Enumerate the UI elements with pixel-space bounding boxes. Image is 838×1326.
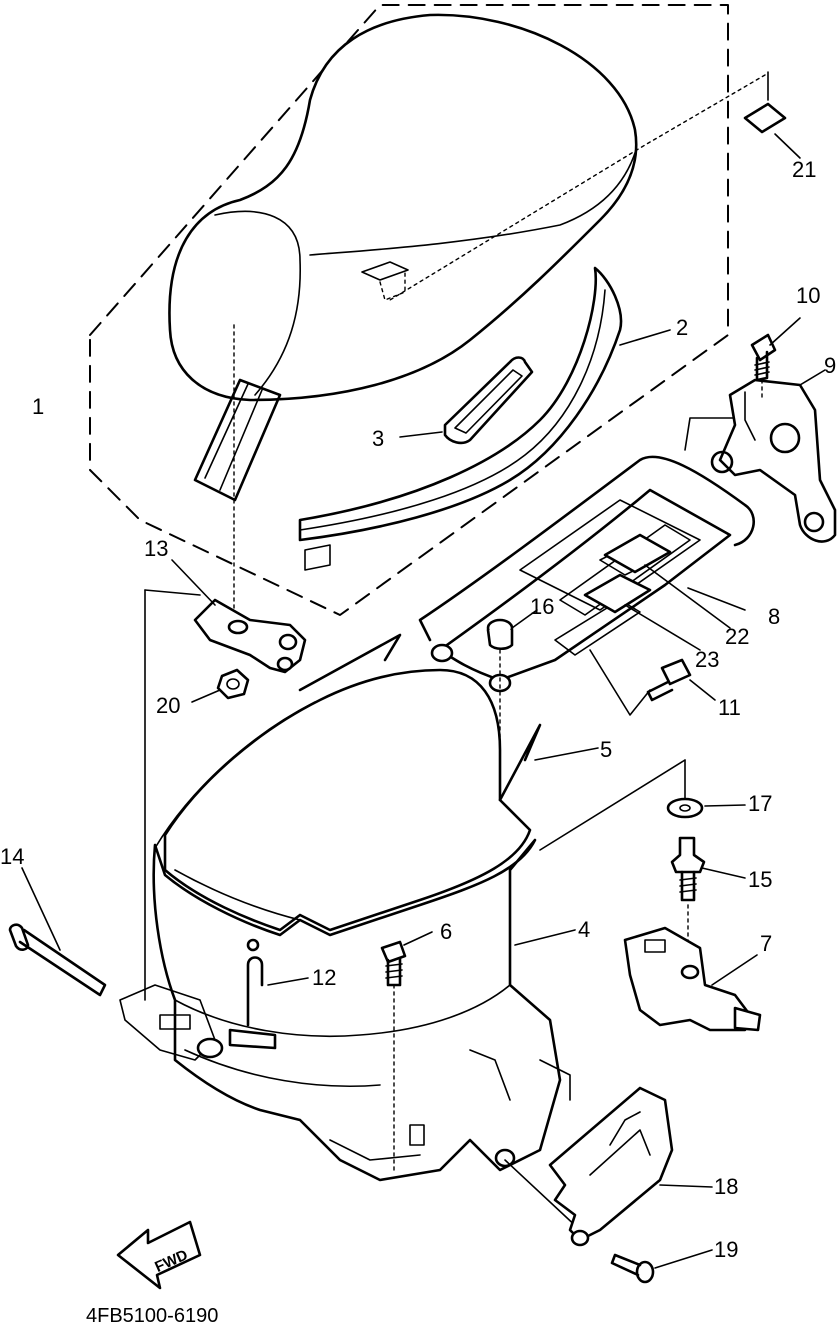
part-seat-bucket[interactable] [119,838,571,1182]
callout-5: 5 [600,737,612,762]
part-bracket-18[interactable] [548,1086,674,1247]
part-seat-pad[interactable] [443,356,534,445]
part-hinge[interactable] [193,598,307,674]
part-label[interactable] [743,102,787,134]
callout-17: 17 [748,791,772,816]
part-bolt-10[interactable] [750,333,777,382]
part-seat-lock[interactable] [623,926,762,1032]
callout-3: 3 [372,426,384,451]
callout-6: 6 [440,919,452,944]
callout-23: 23 [695,647,719,672]
part-bracket[interactable] [710,378,837,543]
callout-2: 2 [676,315,688,340]
callout-1: 1 [32,394,44,419]
callout-22: 22 [725,624,749,649]
callout-21: 21 [792,157,816,182]
part-grommet-16[interactable] [486,618,514,651]
callout-15: 15 [748,867,772,892]
part-seat[interactable] [168,13,638,502]
part-nut-20[interactable] [216,668,250,700]
callout-14: 14 [0,844,24,869]
part-cushion-a[interactable] [583,573,652,614]
callout-16: 16 [530,594,554,619]
diagram-code: 4FB5100-6190 [86,1305,218,1326]
part-seat-seal[interactable] [298,266,623,571]
callout-4: 4 [578,917,590,942]
callout-13: 13 [144,536,168,561]
part-carrier[interactable] [418,417,755,693]
callout-8: 8 [768,604,780,629]
part-hook[interactable] [228,938,277,1050]
part-bolt-6[interactable] [380,940,407,987]
callout-10: 10 [796,283,820,308]
callout-18: 18 [714,1174,738,1199]
part-bucket-rim[interactable] [154,633,542,932]
callout-7: 7 [760,931,772,956]
callout-11: 11 [718,695,741,720]
part-long-bolt[interactable] [8,923,107,997]
part-washer-17[interactable] [666,797,704,819]
part-bolt-11[interactable] [646,658,692,702]
seat-label-recess [361,261,409,281]
callout-19: 19 [714,1237,738,1262]
part-screw-19[interactable] [610,1253,655,1284]
part-stud-15[interactable] [670,836,706,902]
callout-12: 12 [312,965,336,990]
seat-group-boundary [89,4,729,616]
callout-20: 20 [156,693,180,718]
callout-9: 9 [824,353,836,378]
fwd-arrow: FWD [116,1220,202,1290]
part-cushion-b[interactable] [603,533,672,574]
